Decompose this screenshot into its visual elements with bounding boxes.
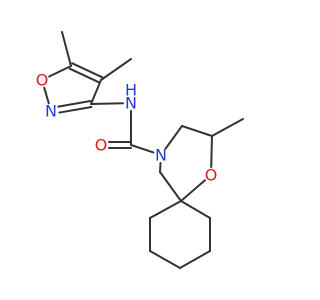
bond-o_ring-spiro bbox=[180, 179, 206, 202]
bond-cy3-cy4 bbox=[149, 250, 181, 269]
atom-label-o_ring: O bbox=[205, 166, 218, 185]
bond-n_iso-c3-b bbox=[57, 100, 92, 108]
atom-label-n_amide: N bbox=[125, 94, 137, 113]
bond-cy5-spiro bbox=[149, 200, 182, 219]
bonds-layer bbox=[43, 31, 244, 269]
bond-c4-me2 bbox=[100, 58, 132, 81]
bond-c3-c4 bbox=[90, 79, 102, 105]
bond-c5-c4-b bbox=[71, 62, 104, 79]
bond-spiro-ch2_b bbox=[159, 171, 182, 202]
bond-c_carbonyl-n_ring bbox=[130, 144, 155, 154]
bond-n_iso-c3-a bbox=[58, 105, 93, 114]
atom-label-o_carbonyl: O bbox=[95, 136, 108, 155]
bond-c3-n_amide bbox=[90, 102, 125, 105]
atom-label-o_iso: O bbox=[36, 71, 49, 90]
bond-c5-o_iso bbox=[48, 65, 72, 78]
bond-cy2-cy3 bbox=[179, 250, 211, 269]
bond-ch2_a-c_me bbox=[181, 125, 213, 137]
bond-c_me-me3 bbox=[211, 118, 244, 137]
bond-ch2_b-n_ring bbox=[159, 161, 162, 173]
bond-c_me-o_ring bbox=[210, 135, 213, 169]
atom-label-n_iso: N bbox=[45, 102, 57, 121]
bond-c5-c4-a bbox=[68, 67, 101, 84]
bond-o_iso-n_iso bbox=[43, 86, 50, 105]
bond-spiro-cy1 bbox=[180, 200, 211, 219]
atom-hydrogen-n_amide: H bbox=[125, 81, 137, 100]
bond-n_ring-ch2_a bbox=[164, 125, 183, 150]
atom-label-n_ring: N bbox=[155, 146, 167, 165]
bond-me1-c5 bbox=[61, 31, 72, 67]
